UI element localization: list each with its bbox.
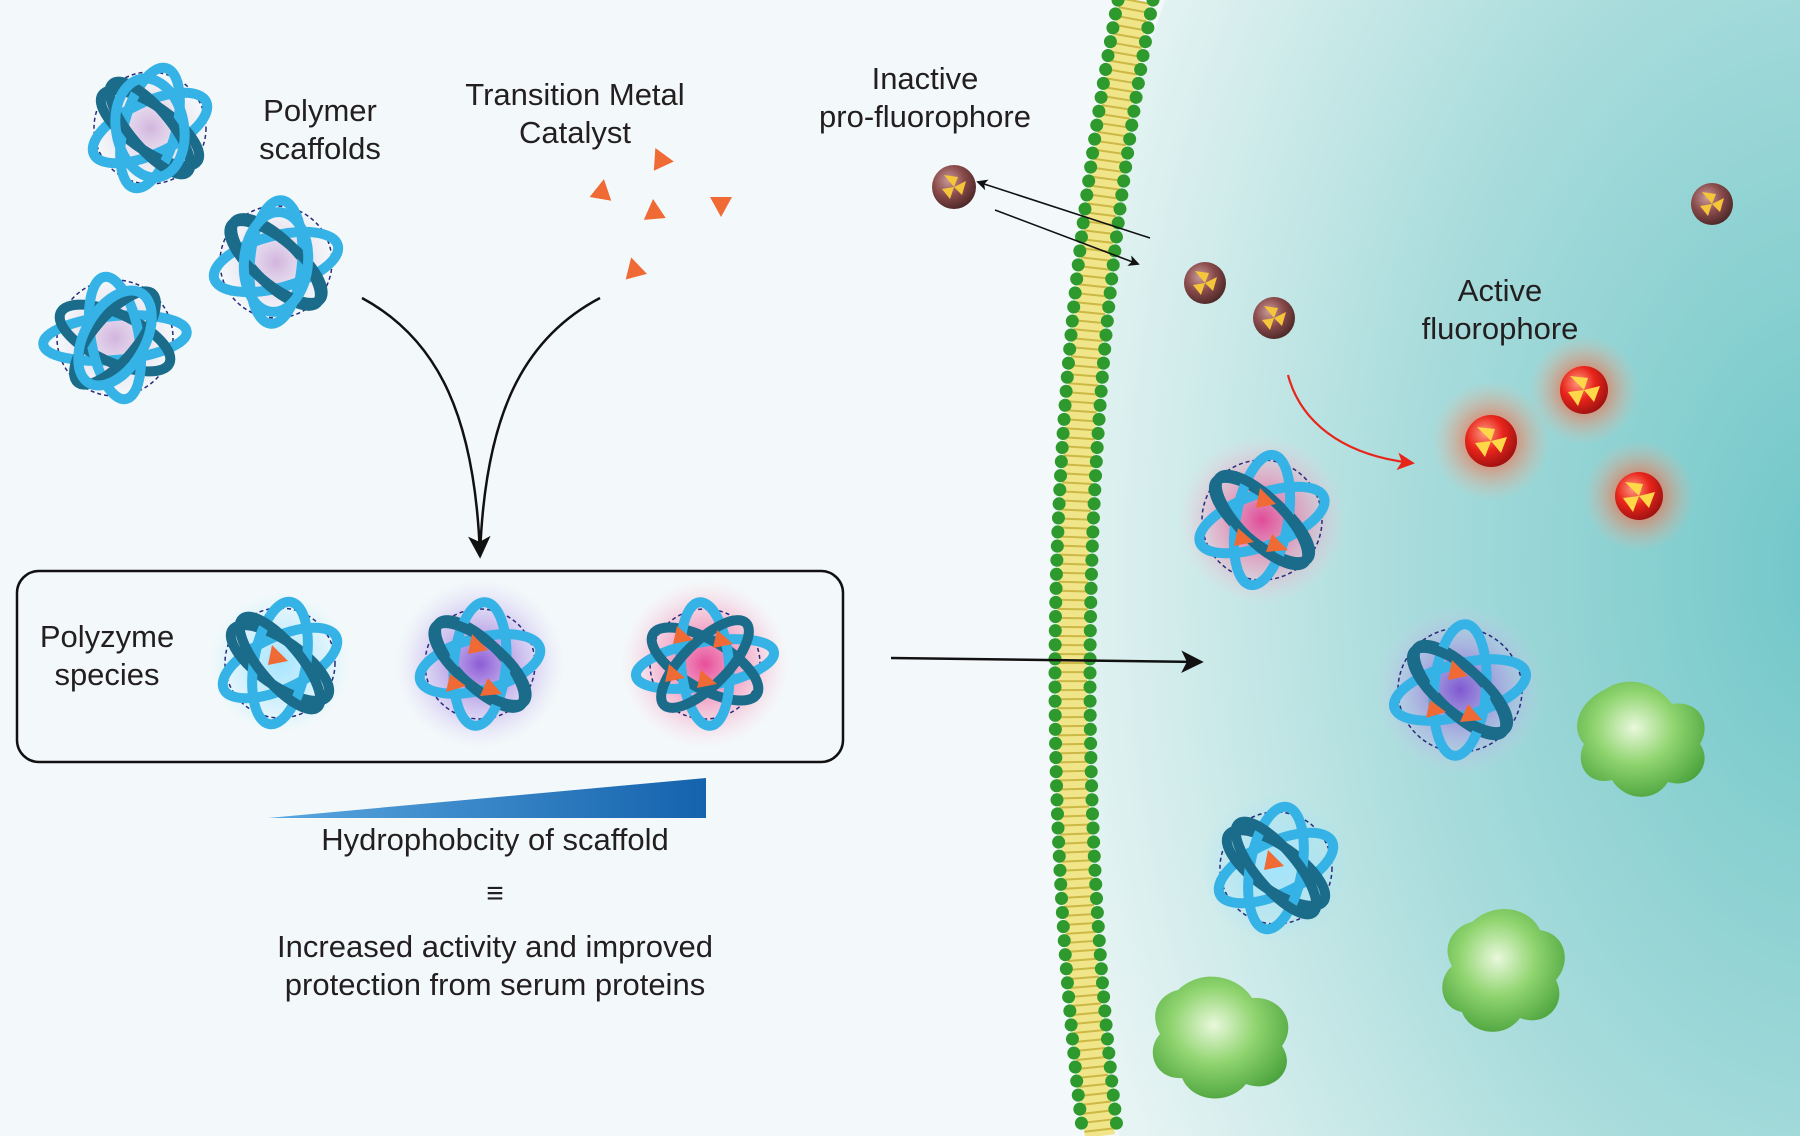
equivalence-symbol: ≡ xyxy=(486,877,504,910)
pro-fluorophore xyxy=(1184,262,1226,304)
catalyst-particles xyxy=(589,148,732,280)
polymer-scaffold xyxy=(87,62,213,194)
cell-interior xyxy=(1049,0,1800,1136)
serum-protein xyxy=(1577,681,1705,797)
result-caption: Increased activity and improved protecti… xyxy=(277,929,713,1002)
polymer-scaffold xyxy=(208,195,344,329)
pro-fluorophore xyxy=(1691,183,1733,225)
active-fluorophore xyxy=(1529,335,1639,445)
membrane-exchange-arrows xyxy=(976,179,1151,266)
polymer-scaffold xyxy=(38,271,192,405)
inactive-pro-fluorophore-label: Inactive pro-fluorophore xyxy=(819,61,1031,134)
intracellular-polyzyme-pink xyxy=(1177,435,1347,605)
polyzyme-medium-hydrophobicity xyxy=(395,579,565,749)
active-fluorophore xyxy=(1583,440,1695,552)
serum-protein xyxy=(1442,908,1565,1032)
uptake-arrow xyxy=(890,650,1204,674)
activation-arrow xyxy=(1286,374,1415,471)
intracellular-polyzyme-blue xyxy=(1201,793,1351,943)
cell-membrane xyxy=(1048,0,1160,1136)
hydrophobicity-label: Hydrophobcity of scaffold xyxy=(321,822,669,857)
assembly-arrows xyxy=(361,296,601,559)
polyzyme-low-hydrophobicity xyxy=(210,593,350,733)
transition-metal-catalyst-label: Transition Metal Catalyst xyxy=(465,77,685,150)
hydrophobicity-gradient-bar xyxy=(268,778,706,818)
polyzyme-box xyxy=(15,569,845,764)
polymer-scaffolds-label: Polymer scaffolds xyxy=(259,93,381,166)
polyzyme-high-hydrophobicity xyxy=(620,579,790,749)
active-fluorophore xyxy=(1431,381,1551,501)
polyzyme-species-label: Polyzyme species xyxy=(39,619,175,692)
intracellular-polyzyme-purple xyxy=(1375,605,1545,775)
serum-protein xyxy=(1152,976,1289,1099)
pro-fluorophore xyxy=(932,165,976,209)
active-fluorophore-label: Active fluorophore xyxy=(1421,273,1579,346)
pro-fluorophore xyxy=(1253,297,1295,339)
